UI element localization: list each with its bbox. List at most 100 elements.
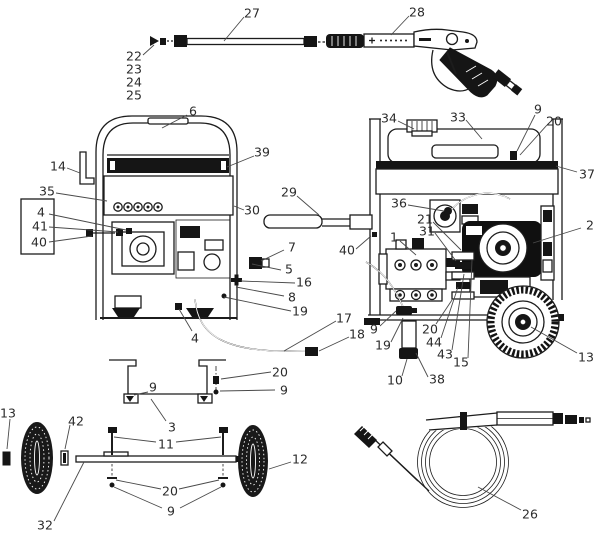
- leader-line-22: [142, 44, 155, 56]
- hub-cap-13: [2, 451, 11, 466]
- leader-line-13: [530, 326, 578, 354]
- wheel-right-assembly: [486, 285, 560, 359]
- callout-label-13: 13: [578, 350, 594, 365]
- leader-line-20: [519, 124, 548, 156]
- callout-label-41: 41: [32, 219, 48, 234]
- callout-label-9: 9: [149, 380, 157, 395]
- leader-line-5: [251, 263, 282, 271]
- callout-label-15: 15: [453, 355, 469, 370]
- leader-line-18: [318, 336, 350, 352]
- leader-line-20: [115, 479, 162, 490]
- leader-line-4: [48, 213, 127, 231]
- callout-label-36: 36: [391, 196, 407, 211]
- chemical-siphon: [365, 261, 418, 359]
- callout-label-8: 8: [288, 290, 296, 305]
- leader-line-6: [161, 114, 188, 129]
- leader-line-41: [48, 226, 119, 233]
- leader-line-35: [55, 192, 108, 202]
- leader-line-37: [555, 165, 578, 173]
- callout-label-40: 40: [31, 235, 47, 250]
- hose-end-fitting-bottom: [354, 426, 377, 448]
- leader-line-44: [440, 286, 459, 339]
- leader-line-15: [467, 259, 473, 359]
- leader-line-19: [223, 296, 292, 312]
- callout-label-10: 10: [387, 373, 403, 388]
- left-engine-assembly: [20, 115, 318, 356]
- axle-bolt-left: [107, 427, 117, 488]
- callout-label-18: 18: [349, 327, 365, 342]
- mounting-bolts: [86, 228, 132, 237]
- leader-line-11: [175, 436, 222, 443]
- callout-label-12: 12: [292, 452, 308, 467]
- leader-line-31: [434, 232, 457, 262]
- leader-line-9: [379, 310, 397, 327]
- callout-label-26: 26: [522, 507, 538, 522]
- muffler: [107, 158, 229, 173]
- callout-label-39: 39: [254, 145, 270, 160]
- callout-label-24: 24: [126, 75, 142, 90]
- leader-line-30: [233, 205, 245, 211]
- leader-line-12: [268, 461, 292, 470]
- leader-line-29: [296, 195, 320, 216]
- callout-label-19: 19: [292, 304, 308, 319]
- engine-block: [100, 219, 237, 319]
- leader-line-8: [235, 286, 285, 297]
- leader-line-3: [150, 398, 167, 422]
- leader-line-40: [48, 235, 93, 243]
- leader-line-20: [435, 299, 453, 325]
- leader-line-14: [66, 167, 81, 174]
- leader-line-9: [113, 486, 163, 509]
- callout-label-17: 17: [336, 311, 352, 326]
- leader-line-21: [432, 221, 462, 251]
- callout-label-25: 25: [126, 88, 142, 103]
- right-assembly: [263, 118, 564, 359]
- callout-label-40: 40: [339, 243, 355, 258]
- callout-label-9: 9: [280, 383, 288, 398]
- leader-line-11: [113, 436, 157, 443]
- hose-clamp: [460, 412, 467, 430]
- callout-label-21: 21: [417, 212, 433, 227]
- callout-label-7: 7: [288, 240, 296, 255]
- leader-line-9: [179, 486, 222, 509]
- callout-label-30: 30: [244, 203, 260, 218]
- callout-label-44: 44: [426, 335, 442, 350]
- filter-cap-38: [399, 348, 418, 359]
- trigger-gun: [326, 28, 523, 98]
- wheel-left: [2, 422, 69, 494]
- callout-label-11: 11: [158, 437, 174, 452]
- leader-line-9: [516, 114, 536, 152]
- engine-right: [429, 192, 555, 298]
- leader-line-9: [219, 389, 276, 392]
- leader-line-2: [532, 227, 582, 244]
- wheel-right: [236, 425, 268, 497]
- callout-label-20: 20: [546, 114, 562, 129]
- leader-line-43: [451, 273, 465, 351]
- callout-label-34: 34: [381, 111, 397, 126]
- callout-label-4: 4: [191, 331, 199, 346]
- leader-line-20: [178, 479, 220, 490]
- callout-label-2: 2: [586, 218, 594, 233]
- panel-knobs: [113, 202, 163, 212]
- leader-line-39: [226, 155, 255, 168]
- callout-label-4: 4: [37, 205, 45, 220]
- high-pressure-outlet-hose: [194, 298, 318, 356]
- leader-line-13: [6, 418, 11, 450]
- hose-fitting-18: [305, 347, 318, 356]
- cart-handle-29: [263, 214, 377, 237]
- fitting-36: [444, 207, 452, 215]
- callout-label-37: 37: [579, 167, 595, 182]
- leader-line-19: [390, 317, 404, 343]
- callout-label-20: 20: [272, 365, 288, 380]
- part-box-outline: [20, 198, 55, 255]
- leader-line-20: [220, 371, 272, 380]
- frame-crossbar-37: [375, 168, 559, 195]
- bracket-14: [79, 151, 95, 185]
- leader-line-28: [390, 15, 410, 36]
- leader-line-10: [401, 358, 408, 377]
- callout-label-19: 19: [375, 338, 391, 353]
- hose-coil: [354, 411, 591, 508]
- pump-1: [378, 238, 475, 302]
- callout-label-22: 22: [126, 49, 142, 64]
- leader-line-1: [399, 240, 417, 256]
